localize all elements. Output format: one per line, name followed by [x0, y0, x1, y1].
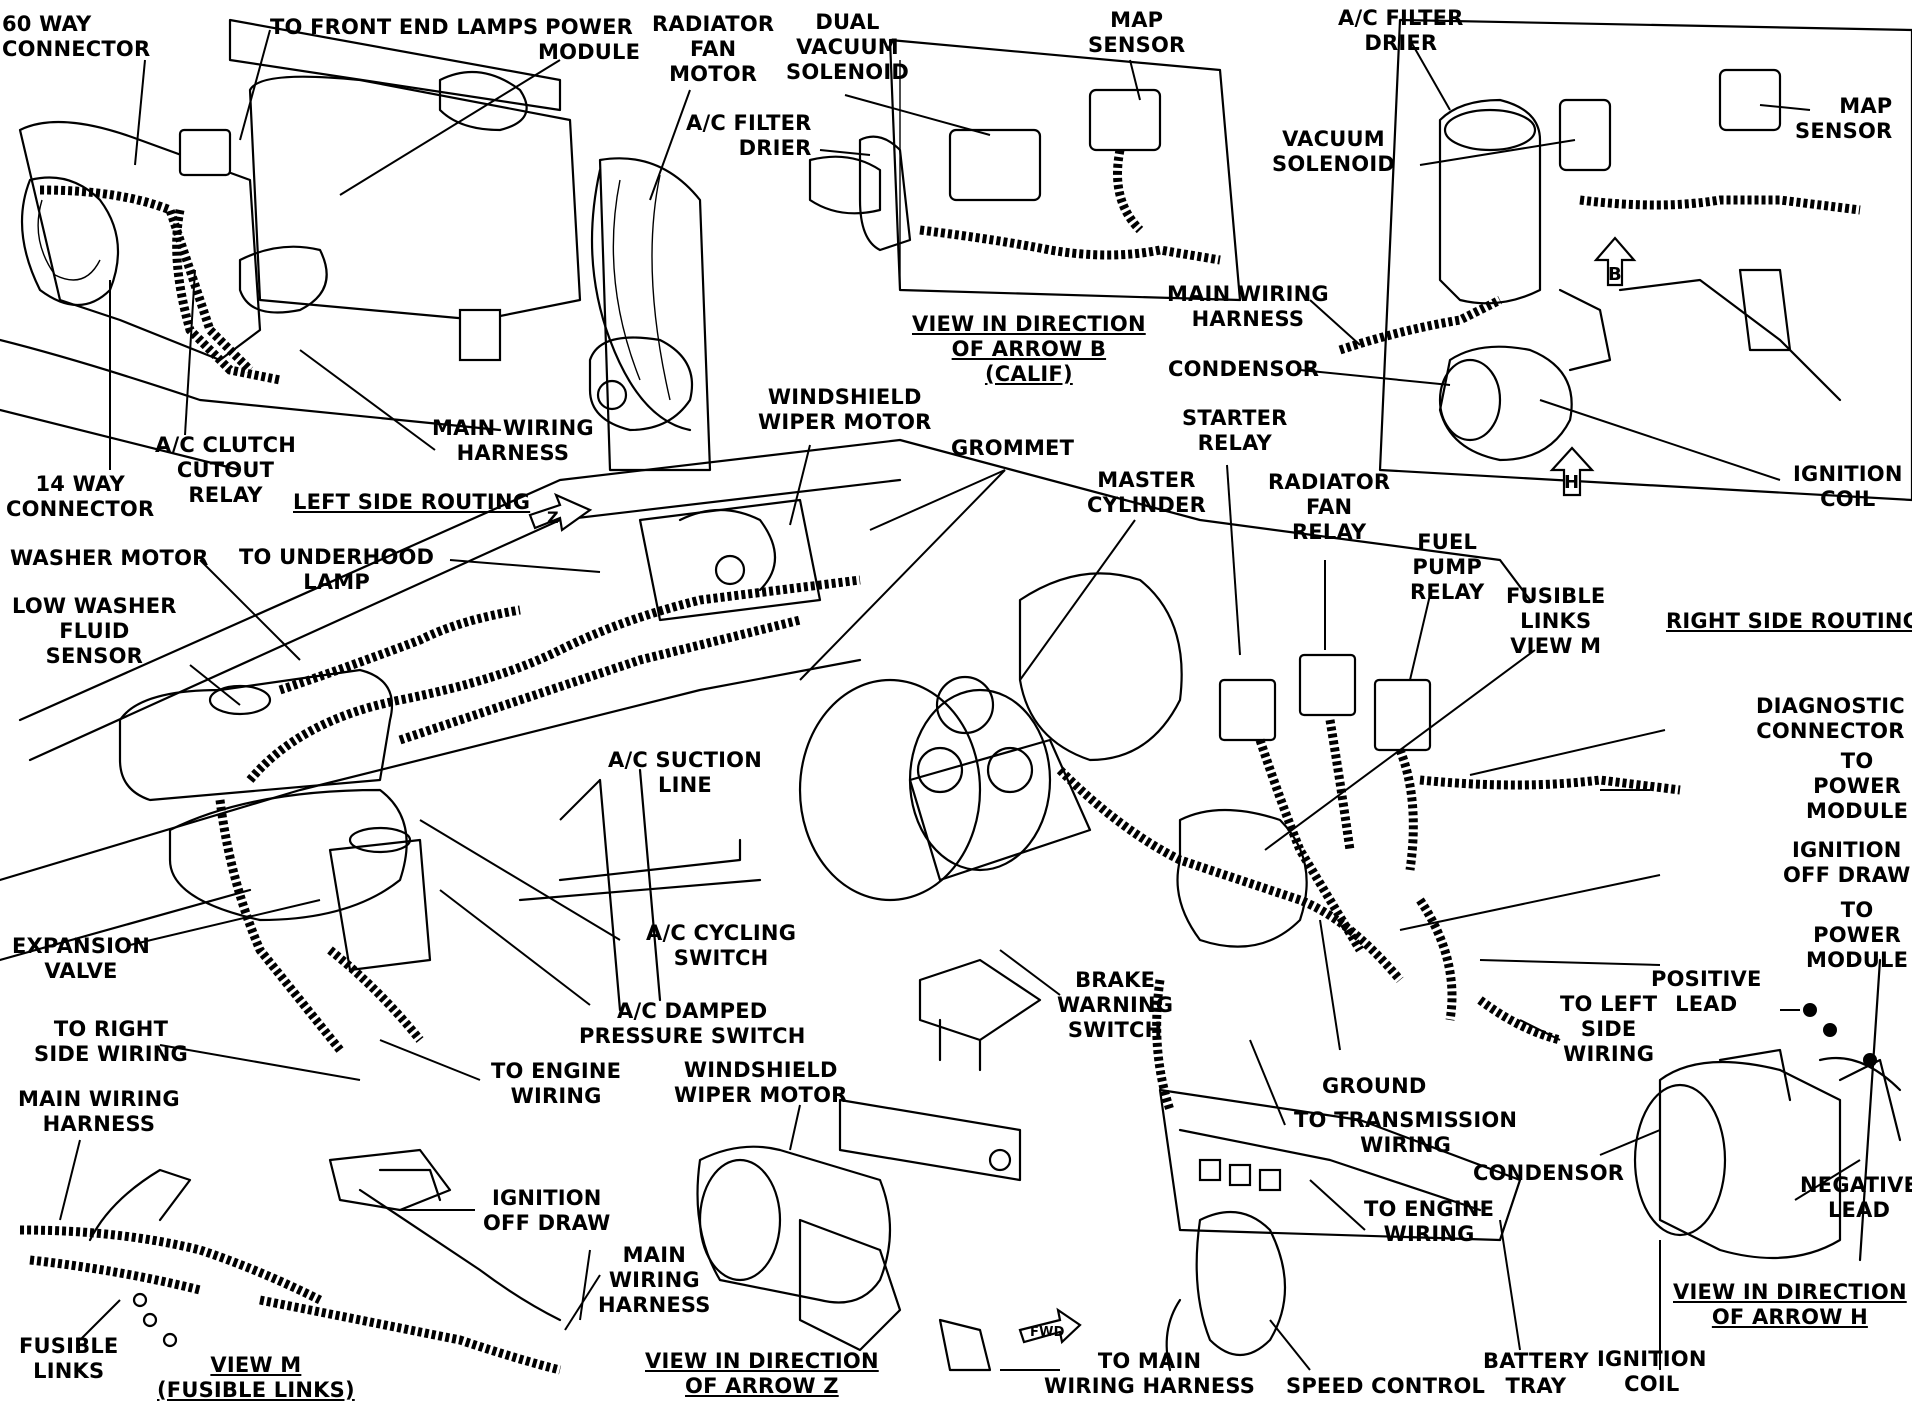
- label-ac-clutch-cutout-relay: A/C CLUTCH CUTOUT RELAY: [155, 433, 297, 507]
- label-radiator-fan-relay: RADIATOR FAN RELAY: [1268, 470, 1391, 544]
- label-to-power-module-1: TO POWER MODULE: [1806, 749, 1909, 823]
- label-view-arrow-h: VIEW IN DIRECTION OF ARROW H: [1673, 1280, 1907, 1329]
- label-fusible-links-view-m: FUSIBLE LINKS VIEW M: [1506, 584, 1606, 658]
- label-to-right-side-wiring: TO RIGHT SIDE WIRING: [34, 1017, 188, 1066]
- label-ac-suction-line: A/C SUCTION LINE: [608, 748, 762, 797]
- label-ac-filter-drier-top: A/C FILTER DRIER: [1338, 6, 1464, 55]
- label-ground: GROUND: [1322, 1074, 1427, 1098]
- label-ignition-coil-bottom: IGNITION COIL: [1597, 1347, 1707, 1396]
- marker-arrow-b: B: [1608, 264, 1622, 285]
- label-60-way-connector: 60 WAY CONNECTOR: [2, 12, 151, 61]
- label-ac-cycling-switch: A/C CYCLING SWITCH: [646, 921, 797, 970]
- label-to-left-side-wiring: TO LEFT SIDE WIRING: [1560, 992, 1658, 1066]
- label-to-main-wiring-harness: TO MAIN WIRING HARNESS: [1044, 1349, 1256, 1398]
- label-condensor-bottom: CONDENSOR: [1473, 1161, 1625, 1185]
- label-14-way-connector: 14 WAY CONNECTOR: [6, 472, 155, 521]
- label-windshield-wiper-motor-top: WINDSHIELD WIPER MOTOR: [758, 385, 932, 434]
- label-positive-lead: POSITIVE LEAD: [1651, 967, 1762, 1016]
- label-to-underhood-lamp: TO UNDERHOOD LAMP: [239, 545, 435, 594]
- label-view-m: VIEW M (FUSIBLE LINKS): [157, 1353, 355, 1402]
- label-left-side-routing: LEFT SIDE ROUTING: [293, 490, 531, 514]
- marker-fwd: FWD: [1030, 1325, 1065, 1340]
- label-brake-warning-switch: BRAKE WARNING SWITCH: [1057, 968, 1174, 1042]
- label-to-power-module-2: TO POWER MODULE: [1806, 898, 1909, 972]
- label-main-wiring-harness-top: MAIN WIRING HARNESS: [1167, 282, 1329, 331]
- arrow-z-marker: [528, 492, 593, 532]
- label-fuel-pump-relay: FUEL PUMP RELAY: [1410, 530, 1485, 604]
- label-ignition-off-draw-1: IGNITION OFF DRAW: [1783, 838, 1911, 887]
- label-vacuum-solenoid: VACUUM SOLENOID: [1272, 127, 1395, 176]
- label-to-transmission-wiring: TO TRANSMISSION WIRING: [1294, 1108, 1518, 1157]
- label-ac-filter-drier-mid: A/C FILTER DRIER: [686, 111, 812, 160]
- label-ignition-off-draw-2: IGNITION OFF DRAW: [483, 1186, 611, 1235]
- label-view-arrow-z: VIEW IN DIRECTION OF ARROW Z: [645, 1349, 879, 1398]
- label-ignition-coil-top: IGNITION COIL: [1793, 462, 1903, 511]
- label-view-arrow-b: VIEW IN DIRECTION OF ARROW B (CALIF): [912, 312, 1146, 386]
- label-radiator-fan-motor: RADIATOR FAN MOTOR: [652, 12, 775, 86]
- label-expansion-valve: EXPANSION VALVE: [12, 934, 150, 983]
- label-to-engine-wiring-2: TO ENGINE WIRING: [1364, 1197, 1495, 1246]
- label-starter-relay: STARTER RELAY: [1182, 406, 1288, 455]
- label-diagnostic-connector: DIAGNOSTIC CONNECTOR: [1756, 694, 1905, 743]
- view-m-detail: [19, 1148, 562, 1375]
- label-right-side-routing: RIGHT SIDE ROUTING: [1666, 609, 1912, 633]
- label-grommet: GROMMET: [951, 436, 1075, 460]
- label-main-wiring-harness-bottom-left: MAIN WIRING HARNESS: [18, 1087, 180, 1136]
- label-power-module: POWER MODULE: [538, 15, 641, 64]
- top-right-detail: [1338, 18, 1912, 502]
- arrow-b-detail: [808, 38, 1242, 302]
- label-condensor-top: CONDENSOR: [1168, 357, 1320, 381]
- arrow-h-detail: [1633, 958, 1902, 1262]
- label-main-wiring-harness-3: MAIN WIRING HARNESS: [598, 1243, 711, 1317]
- label-map-sensor-top: MAP SENSOR: [1088, 8, 1186, 57]
- marker-arrow-h: H: [1564, 472, 1580, 493]
- label-low-washer-fluid-sensor: LOW WASHER FLUID SENSOR: [12, 594, 177, 668]
- label-ac-damped-pressure-switch: A/C DAMPED PRESSURE SWITCH: [579, 999, 806, 1048]
- label-negative-lead: NEGATIVE LEAD: [1800, 1173, 1912, 1222]
- leader-lines: [59, 29, 1861, 1371]
- marker-arrow-z: Z: [547, 508, 559, 527]
- label-master-cylinder: MASTER CYLINDER: [1087, 468, 1206, 517]
- main-engine-bay: [0, 438, 1681, 1372]
- label-to-front-end-lamps: TO FRONT END LAMPS: [270, 15, 539, 39]
- label-battery-tray: BATTERY TRAY: [1483, 1349, 1589, 1398]
- label-main-wiring-harness-left: MAIN WIRING HARNESS: [432, 416, 594, 465]
- label-dual-vacuum-solenoid: DUAL VACUUM SOLENOID: [786, 10, 909, 84]
- label-to-engine-wiring-1: TO ENGINE WIRING: [491, 1059, 622, 1108]
- arrow-z-detail: [696, 1098, 1082, 1372]
- label-map-sensor-right: MAP SENSOR: [1795, 94, 1893, 143]
- top-left-detail: [0, 18, 712, 472]
- label-speed-control: SPEED CONTROL: [1286, 1374, 1486, 1398]
- label-windshield-wiper-motor-bottom: WINDSHIELD WIPER MOTOR: [674, 1058, 848, 1107]
- label-washer-motor: WASHER MOTOR: [10, 546, 209, 570]
- label-fusible-links: FUSIBLE LINKS: [19, 1334, 119, 1383]
